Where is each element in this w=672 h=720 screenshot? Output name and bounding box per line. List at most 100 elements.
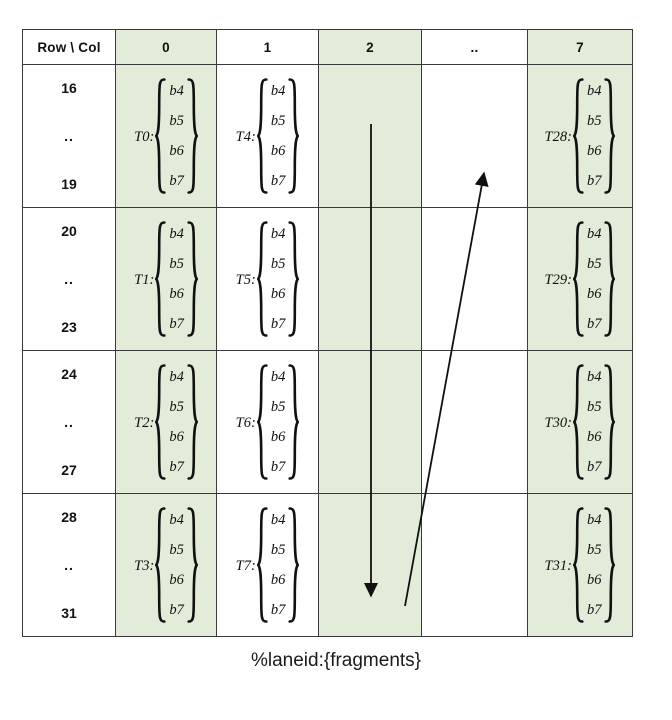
bit-label: b4 [270,226,286,242]
thread-name-label: T3: [134,557,155,574]
curly-brace-left-icon [256,364,268,480]
bit-label: b6 [270,143,286,159]
curly-brace-right-icon [187,364,198,480]
empty-cell [318,207,422,351]
bit-label: b5 [169,542,184,558]
curly-brace-left-icon [155,364,166,480]
thread-name-label: T2: [134,414,155,431]
bit-label: b7 [169,173,184,189]
curly-brace-right-icon [604,507,616,623]
bit-label: b6 [169,143,184,159]
empty-cell [318,350,422,494]
row-label-dots: .. [64,557,74,573]
thread-name-label: T7: [235,557,256,574]
bit-label: b5 [169,256,184,272]
curly-brace-left-icon [572,507,584,623]
figure-caption: %laneid:{fragments} [250,650,422,671]
empty-cell [318,64,422,208]
bit-label: b7 [586,459,602,475]
row-label-start: 24 [61,366,77,382]
thread-name-label: T0: [134,128,155,145]
row-label-stack: 20.. 23 [23,223,115,335]
curly-brace-left-icon [256,78,268,194]
bit-label: b4 [169,512,184,528]
thread-name-label: T30: [544,414,572,431]
curly-brace-right-icon [604,221,616,337]
bit-label: b5 [586,399,602,415]
column-header-dots: .. [421,29,528,65]
row-label-start: 20 [61,223,77,239]
bit-label: b4 [169,369,184,385]
corner-header-row-col: Row \ Col [22,29,116,65]
curly-brace-right-icon [288,364,300,480]
row-label-start: 16 [61,80,77,96]
row-label-dots: .. [64,128,74,144]
row-label-start: 28 [61,509,77,525]
bit-label: b7 [169,316,184,332]
bit-label: b7 [586,316,602,332]
column-header-7: 7 [527,29,633,65]
row-label-end: 27 [61,462,77,478]
bit-label: b6 [169,572,184,588]
row-label-dots: .. [64,271,74,287]
row-label-stack: 28..31 [23,509,115,621]
bit-label: b6 [270,572,286,588]
curly-brace-right-icon [187,507,198,623]
column-header-2: 2 [318,29,422,65]
thread-name-label: T1: [134,271,155,288]
bit-label: b6 [586,572,602,588]
thread-name-label: T4: [235,128,256,145]
bit-label: b4 [270,369,286,385]
row-label-cell: 24.. 27 [22,350,116,494]
bit-label: b5 [270,399,286,415]
bit-label: b5 [586,542,602,558]
bit-label: b7 [586,602,602,618]
bit-label: b6 [169,286,184,302]
bit-label: b6 [586,143,602,159]
empty-cell [421,64,528,208]
bit-label: b6 [270,429,286,445]
bit-label: b7 [270,602,286,618]
thread-name-label: T29: [544,271,572,288]
bit-label: b5 [270,113,286,129]
curly-brace-left-icon [155,221,166,337]
bit-label: b4 [586,369,602,385]
curly-brace-left-icon [572,221,584,337]
row-label-end: 23 [61,319,77,335]
curly-brace-right-icon [288,507,300,623]
bit-label: b4 [270,512,286,528]
bit-label: b6 [586,286,602,302]
thread-name-label: T31: [544,557,572,574]
row-label-dots: .. [64,414,74,430]
